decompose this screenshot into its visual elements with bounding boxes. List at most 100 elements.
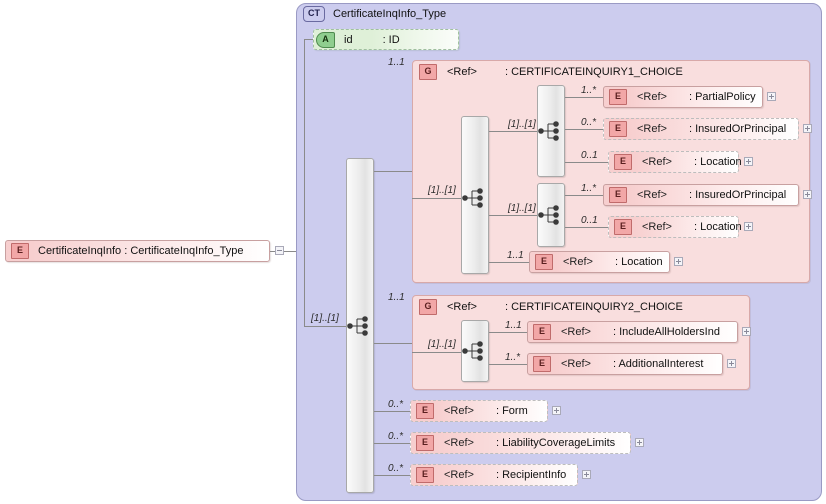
element-icon: E <box>614 154 632 170</box>
attribute-node-id[interactable]: A id : ID <box>313 29 459 50</box>
root-sequence-branch-hline <box>304 326 346 327</box>
choice-icon <box>462 341 483 361</box>
sequence-icon <box>538 205 559 225</box>
link-additional-interest <box>489 364 527 365</box>
group-2-choice-cardinality: [1]..[1] <box>428 339 456 350</box>
link-liability-coverage-limits <box>374 443 410 444</box>
element-node-partial-policy[interactable]: E <Ref> : PartialPolicy <box>603 86 763 108</box>
expand-toggle-insured-or-principal-a[interactable] <box>803 124 812 133</box>
element-icon: E <box>614 219 632 235</box>
expand-toggle-location-a[interactable] <box>744 157 753 166</box>
group-1-branch-a-entry <box>489 131 537 132</box>
element-node-insured-or-principal-b[interactable]: E <Ref> : InsuredOrPrincipal <box>603 184 799 206</box>
expand-toggle-include-all-holders-ind[interactable] <box>742 327 751 336</box>
element-ref-label: <Ref> <box>637 91 667 103</box>
expand-toggle-recipient-info[interactable] <box>582 470 591 479</box>
expand-toggle-liability-coverage-limits[interactable] <box>635 438 644 447</box>
group-1-ref: <Ref> <box>447 66 477 78</box>
element-ref-label: <Ref> <box>563 256 593 268</box>
element-node-form[interactable]: E <Ref> : Form <box>410 400 548 422</box>
element-name-label: : RecipientInfo <box>495 469 567 481</box>
cardinality-partial-policy: 1..* <box>581 85 597 96</box>
root-to-type-link <box>270 251 275 252</box>
element-name-label: : AdditionalInterest <box>612 358 704 370</box>
element-icon: E <box>11 243 29 259</box>
link-include-all-holders-ind <box>489 332 527 333</box>
expand-toggle-location-b[interactable] <box>744 222 753 231</box>
element-ref-label: <Ref> <box>561 326 591 338</box>
element-ref-label: <Ref> <box>637 189 667 201</box>
link-location-a <box>565 162 608 163</box>
link-insured-or-principal-a <box>565 129 603 130</box>
root-to-group-2-link <box>374 343 412 344</box>
attribute-icon: A <box>316 31 335 48</box>
attribute-branch-vline <box>304 39 305 326</box>
group-1-name: : CERTIFICATEINQUIRY1_CHOICE <box>504 66 683 78</box>
type-entry-link <box>284 251 296 252</box>
cardinality-insured-or-principal-a: 0..* <box>581 117 597 128</box>
group-2-name: : CERTIFICATEINQUIRY2_CHOICE <box>504 301 683 313</box>
element-ref-label: <Ref> <box>444 437 474 449</box>
cardinality-recipient-info: 0..* <box>388 463 404 474</box>
cardinality-include-all-holders-ind: 1..1 <box>505 320 522 331</box>
group-2-choice-entry <box>412 352 461 353</box>
element-node-location-a[interactable]: E <Ref> : Location <box>608 151 742 173</box>
element-ref-label: <Ref> <box>561 358 591 370</box>
element-name-label: : InsuredOrPrincipal <box>688 123 787 135</box>
expand-toggle-insured-or-principal-b[interactable] <box>803 190 812 199</box>
element-icon: E <box>416 435 434 451</box>
element-name-label: : InsuredOrPrincipal <box>688 189 787 201</box>
group-1-branch-b-cardinality: [1]..[1] <box>508 203 536 214</box>
element-node-location-b[interactable]: E <Ref> : Location <box>608 216 742 238</box>
element-node-insured-or-principal-a[interactable]: E <Ref> : InsuredOrPrincipal <box>603 118 799 140</box>
group-1-branch-b-entry <box>489 215 537 216</box>
group-1-header[interactable]: G <Ref> : CERTIFICATEINQUIRY1_CHOICE <box>419 64 683 80</box>
element-icon: E <box>535 254 553 270</box>
element-icon: E <box>609 121 627 137</box>
element-node-recipient-info[interactable]: E <Ref> : RecipientInfo <box>410 464 578 486</box>
group-2-header[interactable]: G <Ref> : CERTIFICATEINQUIRY2_CHOICE <box>419 299 683 315</box>
link-recipient-info <box>374 475 410 476</box>
group-1-choice-entry <box>412 198 461 199</box>
cardinality-liability-coverage-limits: 0..* <box>388 431 404 442</box>
root-element-collapse-toggle[interactable] <box>275 246 284 255</box>
sequence-icon <box>538 121 559 141</box>
expand-toggle-location-direct[interactable] <box>674 257 683 266</box>
group-icon: G <box>419 64 437 80</box>
expand-toggle-form[interactable] <box>552 406 561 415</box>
cardinality-location-b: 0..1 <box>581 215 598 226</box>
element-node-include-all-holders-ind[interactable]: E <Ref> : IncludeAllHoldersInd <box>527 321 738 343</box>
element-node-additional-interest[interactable]: E <Ref> : AdditionalInterest <box>527 353 723 375</box>
cardinality-location-a: 0..1 <box>581 150 598 161</box>
element-name-label: : Location <box>614 256 663 268</box>
link-insured-or-principal-b <box>565 195 603 196</box>
root-to-group-1-link <box>374 171 412 172</box>
expand-toggle-partial-policy[interactable] <box>767 92 776 101</box>
expand-toggle-additional-interest[interactable] <box>727 359 736 368</box>
root-element-node[interactable]: E CertificateInqInfo : CertificateInqInf… <box>5 240 270 262</box>
element-icon: E <box>533 324 551 340</box>
cardinality-location-direct: 1..1 <box>507 250 524 261</box>
link-location-b <box>565 227 608 228</box>
cardinality-insured-or-principal-b: 1..* <box>581 183 597 194</box>
link-form <box>374 411 410 412</box>
choice-icon <box>462 188 483 208</box>
element-icon: E <box>609 89 627 105</box>
element-node-liability-coverage-limits[interactable]: E <Ref> : LiabilityCoverageLimits <box>410 432 631 454</box>
group-icon: G <box>419 299 437 315</box>
complex-type-title: CertificateInqInfo_Type <box>333 8 447 20</box>
group-1-choice-compositor[interactable] <box>461 116 489 274</box>
element-name-label: : Form <box>495 405 528 417</box>
link-location-direct <box>489 262 529 263</box>
root-sequence-cardinality: [1]..[1] <box>311 313 339 324</box>
attribute-type: : ID <box>382 33 400 46</box>
element-icon: E <box>416 403 434 419</box>
complex-type-header: CT CertificateInqInfo_Type <box>303 6 446 22</box>
element-name-label: : IncludeAllHoldersInd <box>612 326 720 338</box>
element-icon: E <box>609 187 627 203</box>
complex-type-icon: CT <box>303 6 325 22</box>
element-node-location-direct[interactable]: E <Ref> : Location <box>529 251 670 273</box>
element-icon: E <box>416 467 434 483</box>
element-ref-label: <Ref> <box>642 221 672 233</box>
